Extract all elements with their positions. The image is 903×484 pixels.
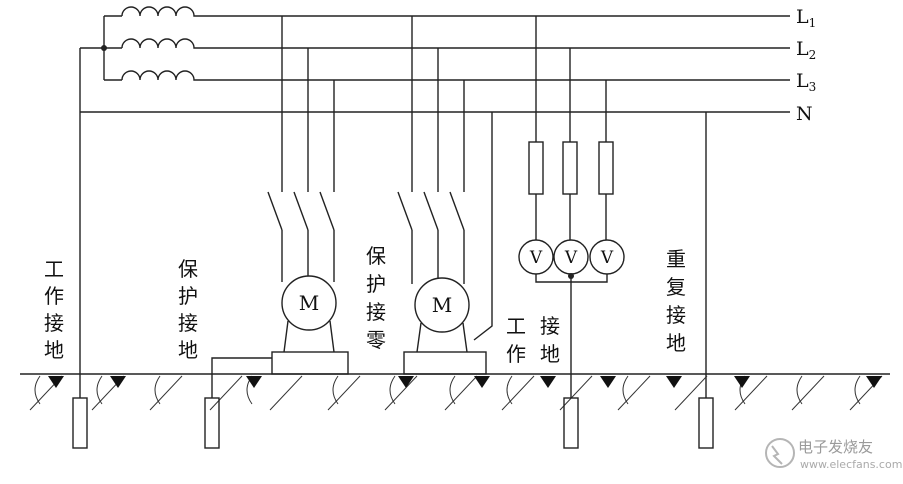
svg-text:接: 接 [540,314,560,338]
protective-neutral-wire [473,112,493,341]
svg-text:保: 保 [366,244,386,268]
svg-text:工: 工 [44,257,64,281]
motor-housing [281,275,337,331]
voltmeter-group: V V V [518,16,625,398]
svg-text:零: 零 [366,328,386,352]
ground-electrode [72,397,88,449]
svg-text:接: 接 [666,303,686,327]
label-working-ground-mid: 工 作 接 地 [506,314,560,366]
ground-electrode [698,397,714,449]
label-l2: L2 [796,38,816,62]
label-l1: L1 [796,6,816,30]
ground-electrode [563,397,579,449]
power-lines [80,15,790,113]
motor-base [403,351,487,375]
label-working-ground-left: 工 作 接 地 [44,257,64,362]
svg-text:接: 接 [366,300,386,324]
label-n: N [796,103,813,125]
transformer-windings [79,6,200,398]
switch-blade [293,191,309,231]
voltmeter-label: V [529,248,543,268]
label-protective-ground: 保 护 接 地 [178,257,198,362]
svg-text:护: 护 [178,284,198,308]
switch-blade [449,191,465,231]
ground-hatching [29,375,883,411]
watermark-logo-icon [765,438,795,468]
svg-text:作: 作 [44,284,64,308]
svg-text:地: 地 [540,342,560,366]
winding-l2 [121,38,200,49]
label-l3: L3 [796,70,816,94]
svg-text:接: 接 [178,311,198,335]
fuse-2 [562,141,578,195]
motor-1: M [211,16,349,398]
svg-text:作: 作 [506,342,526,366]
svg-text:地: 地 [44,338,64,362]
switch-blade [397,191,413,231]
motor-label: M [432,293,452,317]
label-protective-neutral: 保 护 接 零 [366,244,386,352]
ground-electrodes [72,397,714,449]
fuse-3 [598,141,614,195]
winding-l3 [121,70,200,81]
switch-blade [267,191,283,231]
svg-text:地: 地 [666,331,686,355]
ground-electrode [204,397,220,449]
motor-housing [414,277,470,333]
switch-blade [319,191,335,231]
voltmeter-label: V [564,248,578,268]
svg-text:护: 护 [366,272,386,296]
ground-surface [20,373,890,411]
motor-2: M [397,16,493,375]
switch-blade [423,191,439,231]
watermark-url: www.elecfans.com [800,458,902,471]
star-node [101,45,107,51]
svg-text:复: 复 [666,275,686,299]
ground-markers [48,376,882,388]
voltmeter-label: V [600,248,614,268]
svg-text:重: 重 [666,247,686,271]
svg-text:保: 保 [178,257,198,281]
fuse-1 [528,141,544,195]
svg-text:地: 地 [178,338,198,362]
winding-l1 [121,6,200,17]
motor-label: M [299,291,319,315]
motor-base [271,351,349,375]
protective-ground-wire [211,357,272,398]
svg-text:接: 接 [44,311,64,335]
svg-text:工: 工 [506,314,526,338]
label-repeated-ground: 重 复 接 地 [666,247,686,355]
watermark: 电子发烧友 www.elecfans.com [765,438,902,471]
watermark-brand: 电子发烧友 [798,438,873,456]
